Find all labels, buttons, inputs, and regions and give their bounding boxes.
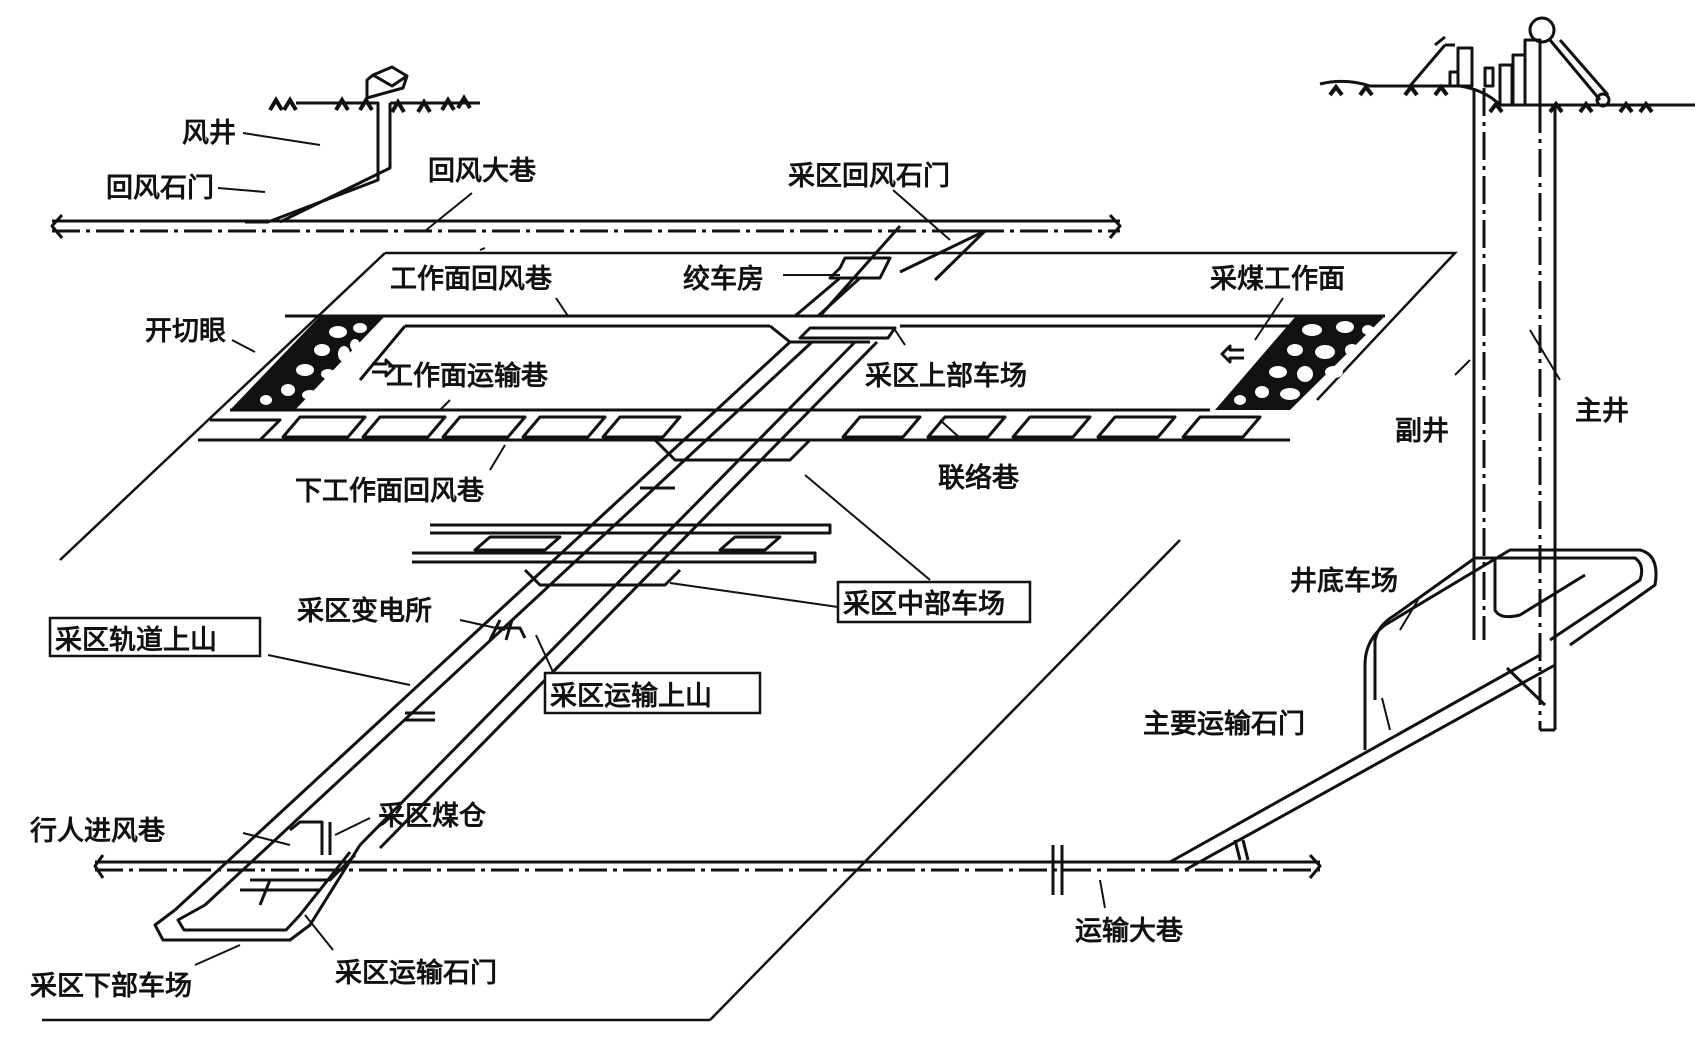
- advance-arrow-right-icon: [372, 358, 396, 378]
- connecting-roadways: [281, 415, 1262, 439]
- district-return-crosscut: [899, 229, 987, 274]
- headframe-sheave-icon: [1528, 16, 1556, 44]
- main-haulage-crosscut: [1169, 653, 1556, 872]
- seam-plane-right-edge: [709, 539, 1181, 1021]
- label-working-face-haulage-roadway: 工作面运输巷: [386, 360, 549, 392]
- label-main-shaft: 主井: [1575, 396, 1629, 427]
- auxiliary-shaft: [1472, 88, 1486, 640]
- district-inclines: [173, 225, 902, 912]
- lower-yard: [153, 820, 362, 942]
- advance-arrow-left-icon: [1220, 344, 1244, 364]
- label-coal-working-face: 采煤工作面: [1210, 264, 1345, 295]
- label-hoist-room: 绞车房: [683, 263, 764, 295]
- label-connecting-roadway: 联络巷: [938, 462, 1020, 494]
- arrow-right-icon: [1308, 853, 1322, 879]
- label-auxiliary-shaft: 副井: [1395, 416, 1449, 447]
- middle-yard: [412, 438, 832, 587]
- goaf-area-left: [230, 316, 385, 410]
- label-lower-return-airway: 下工作面回风巷: [295, 476, 485, 507]
- district-return-crosscut-b: [933, 229, 987, 282]
- label-shaft-bottom-yard: 井底车场: [1290, 565, 1398, 597]
- label-lower-yard: 采区下部车场: [30, 970, 192, 1002]
- label-return-air-main-roadway: 回风大巷: [428, 156, 537, 187]
- boxed-label-frame: [836, 580, 1032, 624]
- arrow-right-icon: [1108, 213, 1122, 239]
- arrow-left-icon: [50, 213, 64, 239]
- ventilation-shaft-left-wall: [245, 101, 380, 224]
- goaf-area-right: [1215, 316, 1385, 410]
- ventilation-shaft-right-wall: [279, 103, 392, 224]
- working-face-haulage-roadway: [198, 408, 1290, 442]
- boxed-label-frame: [543, 671, 762, 715]
- label-middle-yard: 采区中部车场: [843, 588, 1005, 620]
- label-haulage-main-roadway: 运输大巷: [1075, 915, 1184, 947]
- label-main-haulage-crosscut: 主要运输石门: [1143, 708, 1305, 740]
- haulage-main-roadway: [93, 845, 1322, 895]
- arrow-left-icon: [93, 854, 105, 879]
- label-conveyor-incline: 采区运输上山: [550, 680, 712, 712]
- return-air-main-roadway: [50, 213, 1122, 239]
- label-ventilation-shaft: 风井: [182, 118, 236, 149]
- surface-ground-left: [245, 65, 480, 224]
- label-upper-yard: 采区上部车场: [865, 360, 1027, 392]
- label-pedestrian-intake-airway: 行人进风巷: [29, 815, 166, 847]
- leader-lines: [194, 132, 1561, 966]
- shaft-bottom-yard: [1363, 548, 1658, 750]
- seam-plane-left-edge: [59, 252, 386, 561]
- label-track-incline: 采区轨道上山: [55, 624, 217, 656]
- label-substation: 采区变电所: [297, 595, 432, 627]
- label-district-haulage-crosscut: 采区运输石门: [335, 957, 497, 989]
- label-open-off-cut: 开切眼: [145, 316, 226, 347]
- label-district-return-crosscut: 采区回风石门: [788, 161, 950, 192]
- ground-hatch-icon: [268, 94, 472, 114]
- label-return-air-crosscut: 回风石门: [106, 173, 214, 204]
- seam-plane-top: [385, 251, 1458, 401]
- label-coal-bunker: 采区煤仓: [378, 801, 487, 832]
- ground-hatch-icon: [1328, 83, 1654, 114]
- label-working-face-return-airway: 工作面回风巷: [390, 264, 553, 295]
- surface-ground-right: [1319, 16, 1695, 114]
- substation: [405, 619, 527, 722]
- boxed-label-frame: [48, 616, 262, 658]
- fan-house-icon: [365, 65, 409, 100]
- labels: 风井 回风石门 回风大巷 采区回风石门 工作面回风巷 绞车房 采煤工作面 开切眼…: [29, 118, 1629, 1002]
- main-shaft: [1538, 105, 1557, 732]
